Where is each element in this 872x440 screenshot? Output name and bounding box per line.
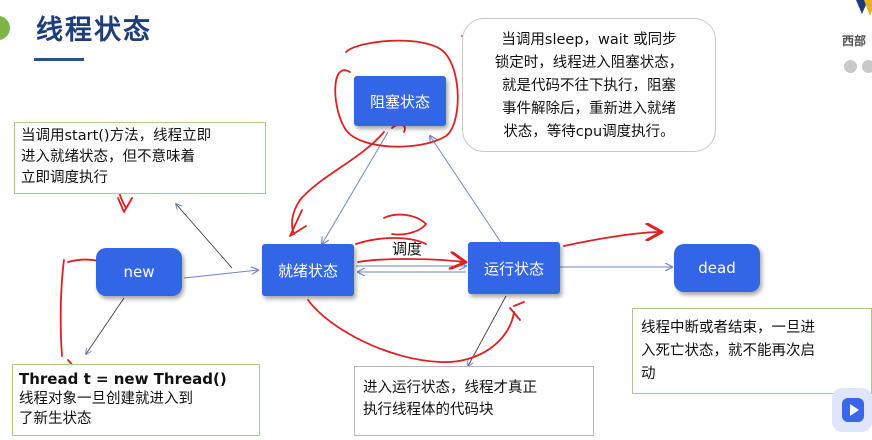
note-line: 了新生状态 <box>19 411 92 427</box>
state-new: new <box>96 248 182 296</box>
slide-title: 线程状态 <box>36 15 152 46</box>
state-dead: dead <box>674 244 760 292</box>
slide-dot-icon <box>844 60 857 73</box>
arrow-new-to-thread-note <box>86 297 125 354</box>
dead-enter-note: 线程中断或者结束，一旦进 入死亡状态，就不能再次启 动 <box>632 308 872 394</box>
note-line: 当调用start()方法，线程立即 <box>21 128 212 144</box>
arrow-running-to-note <box>468 295 507 366</box>
play-icon <box>842 398 864 422</box>
slide-dot-icon <box>862 60 872 73</box>
arrow-running-to-blocked <box>430 136 503 245</box>
note-line: 状态，等待cpu调度执行。 <box>503 124 675 140</box>
brand-logo-icon <box>856 0 872 16</box>
note-line: 立即调度执行 <box>21 170 108 186</box>
edge-label-schedule: 调度 <box>392 240 423 258</box>
state-blocked: 阻塞状态 <box>354 76 446 126</box>
note-line: 事件解除后，重新进入就绪 <box>502 101 676 117</box>
state-running: 运行状态 <box>468 242 560 294</box>
note-line: 进入运行状态，线程才真正 <box>363 380 537 396</box>
title-bullet-icon <box>0 16 10 40</box>
code-line: Thread t = new Thread() <box>19 370 227 388</box>
arrow-blocked-to-ready <box>322 131 389 244</box>
arrow-new-to-ready <box>183 270 258 279</box>
note-line: 入死亡状态，就不能再次启 <box>641 343 815 359</box>
note-line: 进入就绪状态，但不意味着 <box>21 149 195 165</box>
start-call-note: 当调用start()方法，线程立即 进入就绪状态，但不意味着 立即调度执行 <box>14 122 266 194</box>
note-line: 线程对象一旦创建就进入到 <box>19 391 193 407</box>
play-button[interactable] <box>832 388 872 432</box>
note-line: 锁定时，线程进入阻塞状态， <box>494 55 684 71</box>
arrow-ready-to-start-note <box>176 204 233 269</box>
sleep-wait-note: 当调用sleep，wait 或同步 锁定时，线程进入阻塞状态， 就是代码不往下执… <box>462 18 716 152</box>
note-line: 动 <box>641 366 656 382</box>
note-line: 执行线程体的代码块 <box>363 402 494 418</box>
new-thread-note: Thread t = new Thread() 线程对象一旦创建就进入到 了新生… <box>12 364 260 436</box>
title-underline <box>34 58 84 61</box>
note-line: 就是代码不往下执行，阻塞 <box>502 78 676 94</box>
brand-text: 西部 <box>842 34 867 48</box>
note-line: 线程中断或者结束，一旦进 <box>641 320 815 336</box>
state-ready: 就绪状态 <box>262 244 354 296</box>
note-line: 当调用sleep，wait 或同步 <box>501 32 677 48</box>
running-enter-note: 进入运行状态，线程才真正 执行线程体的代码块 <box>354 366 594 436</box>
